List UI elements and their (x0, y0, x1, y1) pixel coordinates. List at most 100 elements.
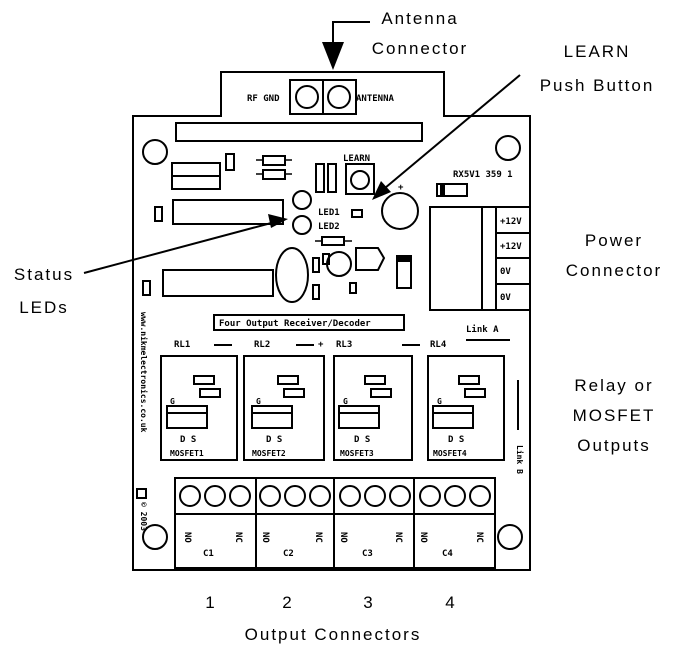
power-pin-4: 0V (500, 293, 511, 303)
c3-label: C3 (362, 549, 373, 559)
screw-c4-com (444, 485, 466, 507)
c2-nc-label: NC (313, 532, 323, 543)
antenna-callout-line2: Connector (372, 39, 468, 58)
status-callout-line1: Status (14, 265, 74, 284)
mosfet-1-label: MOSFET1 (170, 449, 204, 458)
mounting-hole-bl (142, 524, 168, 550)
middle-components (142, 247, 412, 303)
diode-power-band (397, 256, 411, 262)
relay-4-mosfet (432, 405, 474, 429)
relay-plus-mark: + (318, 340, 324, 350)
c2-label: C2 (283, 549, 294, 559)
screw-c3-nc (389, 485, 411, 507)
upper-components: LEARN RX5V1 359 1 + LED1 LED2 (154, 153, 513, 246)
relay-3-resistor-b (370, 388, 392, 398)
electrolytic-capacitor (381, 192, 419, 230)
learn-board-label: LEARN (343, 154, 370, 164)
learn-button[interactable] (350, 170, 370, 190)
status-callout-leader (83, 221, 276, 274)
ic-decoder (172, 199, 284, 225)
screw-c2-com (284, 485, 306, 507)
antenna-callout-leader (332, 21, 370, 45)
c1-label: C1 (203, 549, 214, 559)
title-box-text: Four Output Receiver/Decoder (219, 318, 371, 329)
relay-block-2: G D S MOSFET2 (243, 355, 325, 461)
antenna-screw-gnd (295, 85, 319, 109)
relay-4-pins: D S (448, 435, 464, 445)
learn-callout-leader (384, 74, 521, 189)
relay-callout-line1: Relay or (574, 376, 653, 395)
relay-3-pins: D S (354, 435, 370, 445)
relay-callout-line3: Outputs (577, 436, 651, 455)
relay-label-3: RL3 (336, 340, 352, 350)
relay-label-1: RL1 (174, 340, 190, 350)
mosfet-2-label: MOSFET2 (252, 449, 286, 458)
copyright-label: © 2003 (139, 502, 148, 531)
regulator (355, 247, 386, 271)
oval-crystal (275, 247, 309, 303)
output-number-2: 2 (282, 593, 293, 612)
relay-1-resistor-b (199, 388, 221, 398)
relay-1-mosfet (166, 405, 208, 429)
relay-2-gate: G (256, 397, 261, 406)
relay-2-mosfet (251, 405, 293, 429)
small-cap-5 (349, 282, 357, 294)
relay-block-3: G D S MOSFET3 (333, 355, 413, 461)
relay-3-outline (333, 355, 413, 461)
power-connector-callout: Power Connector (566, 231, 660, 280)
c3-no-label: NO (338, 532, 348, 543)
relay-1-outline (160, 355, 238, 461)
relay-3-mosfet (338, 405, 380, 429)
relay-2-resistor-a (277, 375, 299, 385)
antenna-screw-ant (327, 85, 351, 109)
power-connector: +12V +12V 0V 0V (429, 206, 531, 311)
relay-1-gate: G (170, 397, 175, 406)
small-cap-2 (154, 206, 163, 222)
status-arrow (268, 214, 288, 228)
c3-nc-label: NC (393, 532, 403, 543)
small-cap-4 (322, 253, 330, 265)
antenna-terminal-block: RF GND ANTENNA (247, 79, 395, 115)
screw-c4-no (419, 485, 441, 507)
output-connectors-callout: 1 2 3 4 Output Connectors (205, 593, 456, 644)
led1-label: LED1 (318, 208, 340, 218)
c1-no-label: NO (182, 532, 192, 543)
resistor-r2 (262, 169, 286, 180)
led1-body (292, 190, 312, 210)
relay-1-pins: D S (180, 435, 196, 445)
relay-4-gate: G (437, 397, 442, 406)
learn-button-callout: LEARN Push Button (372, 42, 655, 200)
mounting-hole-tr (495, 135, 521, 161)
website-label: www.nikmelectronics.co.uk (139, 312, 149, 433)
relay-2-pins: D S (266, 435, 282, 445)
mounting-hole-tl (142, 139, 168, 165)
pcb-board (132, 71, 531, 571)
relay-3-gate: G (343, 397, 348, 406)
mosfet-3-label: MOSFET3 (340, 449, 374, 458)
screw-c3-com (364, 485, 386, 507)
learn-callout-line2: Push Button (540, 76, 655, 95)
learn-switch-body (345, 163, 375, 195)
relay-block-1: G D S MOSFET1 (160, 355, 238, 461)
relay-callout-line2: MOSFET (573, 406, 656, 425)
rf-module (175, 122, 423, 142)
c4-label: C4 (442, 549, 453, 559)
link-a-label: Link A (466, 324, 499, 335)
learn-arrow (372, 181, 391, 200)
relay-4-outline (427, 355, 505, 461)
output-number-4: 4 (445, 593, 456, 612)
antenna-callout-line1: Antenna (381, 9, 458, 28)
c2-no-label: NO (260, 532, 270, 543)
led2-label: LED2 (318, 222, 340, 232)
link-b-label: Link B (515, 445, 525, 474)
output-connectors-label: Output Connectors (245, 625, 422, 644)
power-pin-2: +12V (500, 242, 522, 252)
screw-c2-nc (309, 485, 331, 507)
power-pin-1: +12V (500, 217, 522, 227)
mosfet-4-label: MOSFET4 (433, 449, 467, 458)
board-outline (132, 71, 531, 571)
led-resistor (351, 209, 363, 218)
learn-callout-line1: LEARN (564, 42, 631, 61)
relay-outputs-callout: Relay or MOSFET Outputs (573, 376, 656, 455)
